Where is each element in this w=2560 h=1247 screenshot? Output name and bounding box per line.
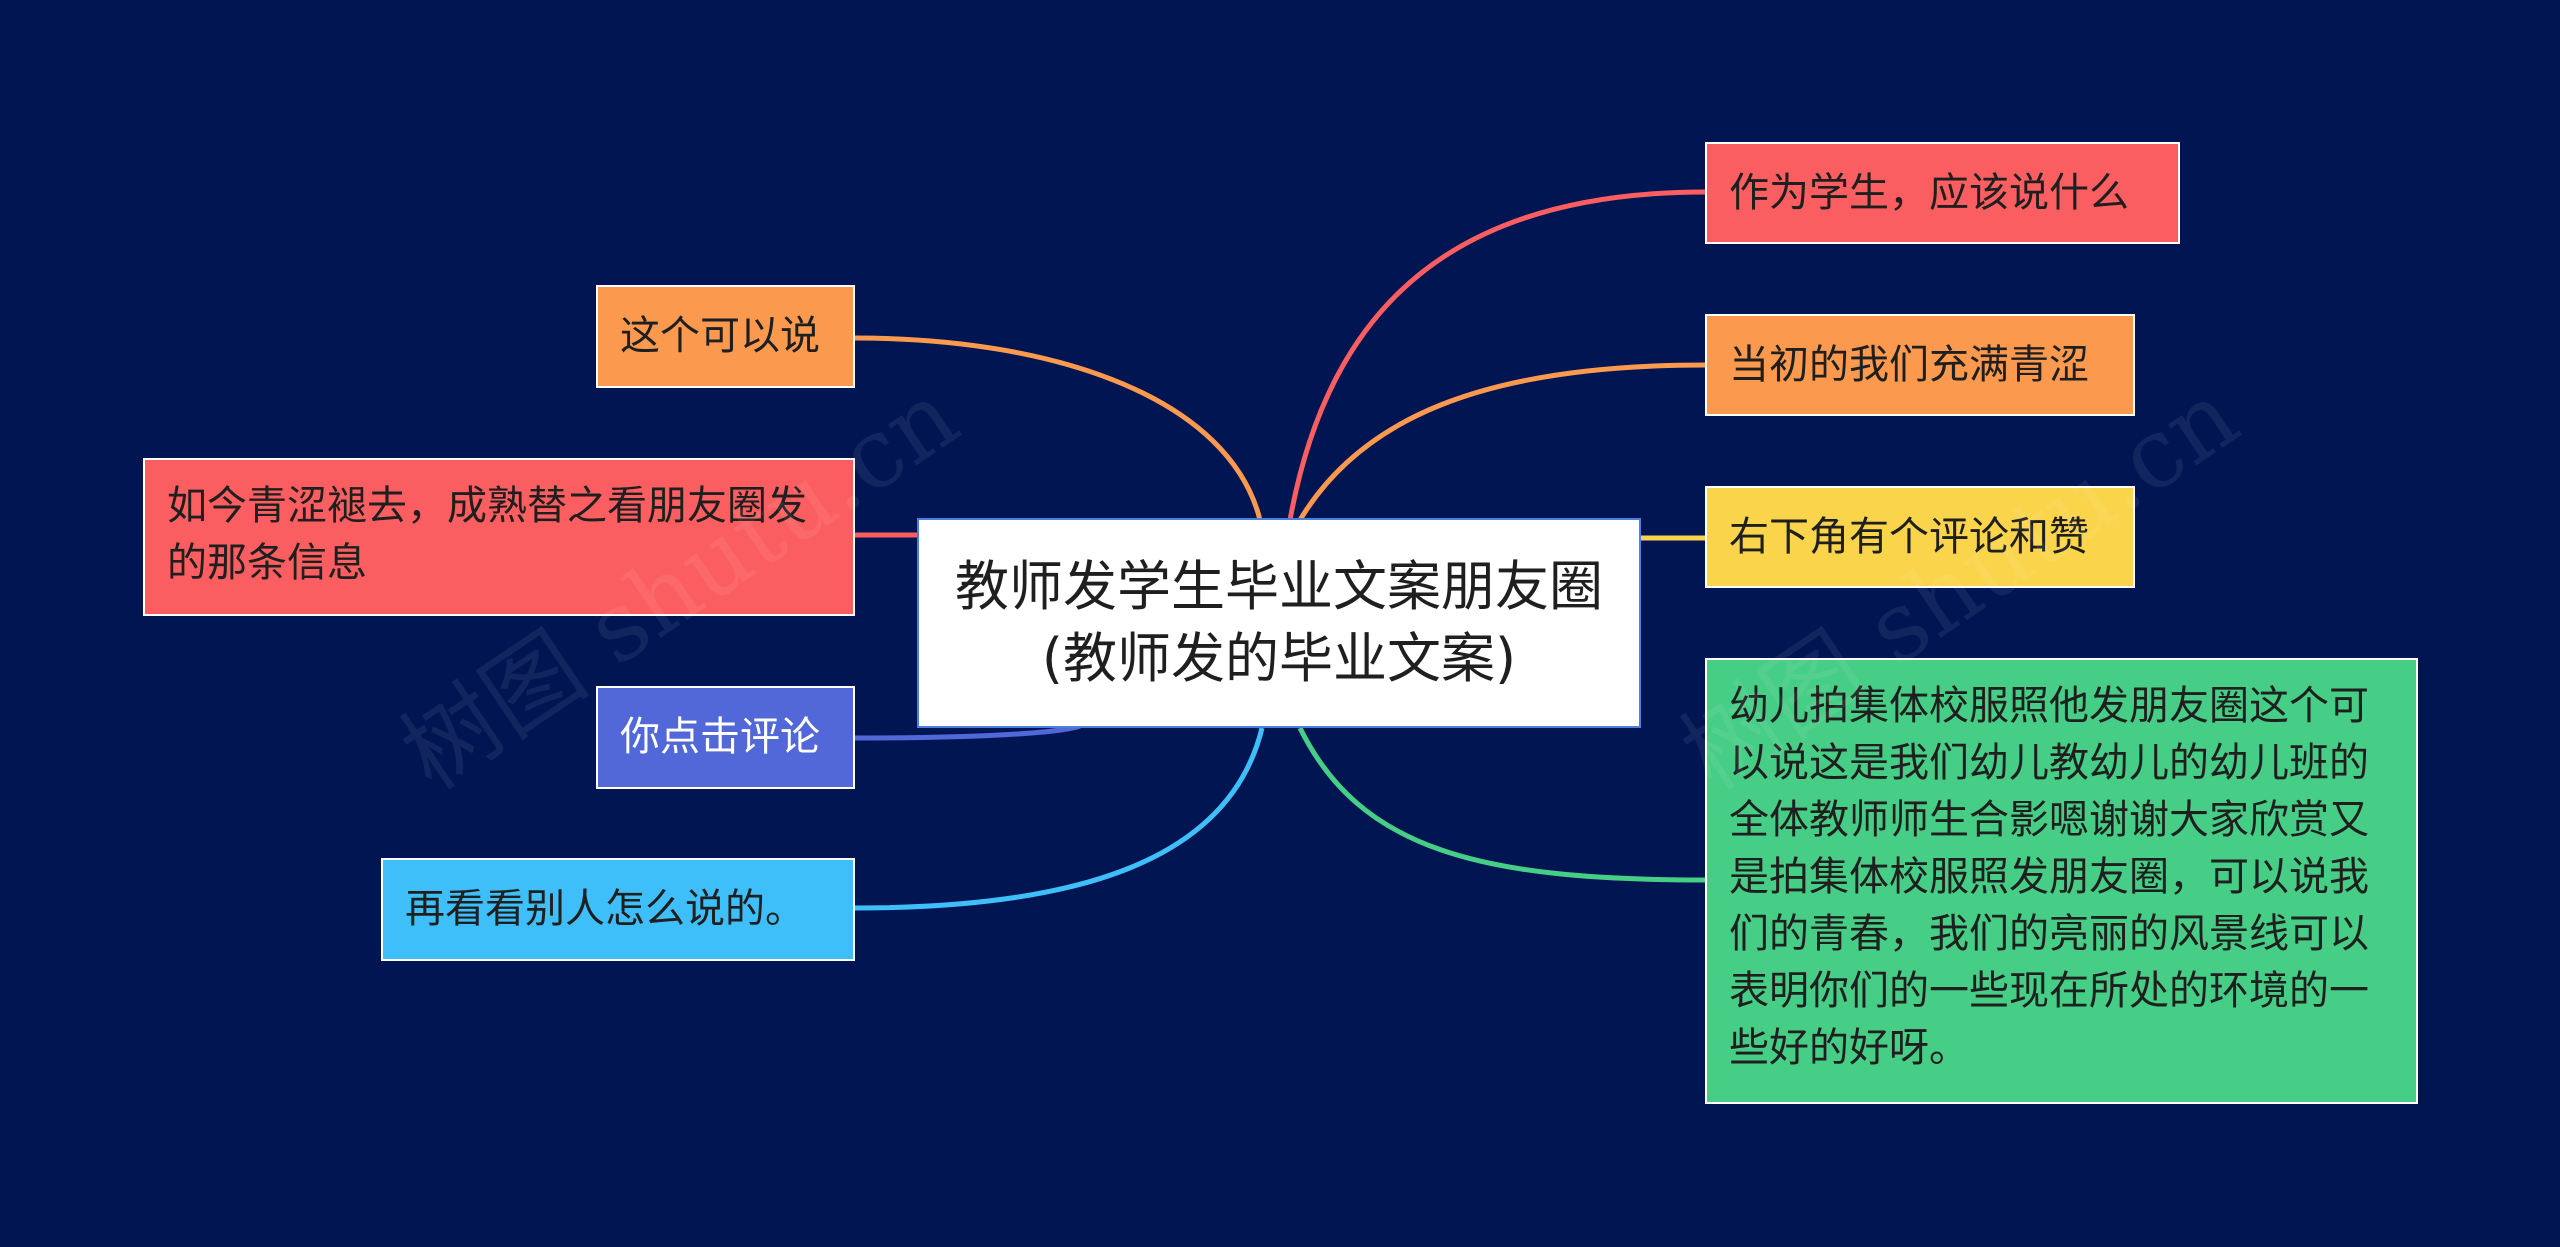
root-topic[interactable]: 教师发学生毕业文案朋友圈(教师发的毕业文案)	[917, 518, 1641, 728]
connector-right-2	[1297, 362, 1706, 522]
connector-left-4	[854, 727, 1265, 911]
connector-right-1	[1287, 189, 1706, 521]
node-right-4-label: 幼儿拍集体校服照他发朋友圈这个可以说这是我们幼儿教幼儿的幼儿班的全体教师师生合影…	[1729, 683, 2369, 1071]
node-left-2-label: 如今青涩褪去，成熟替之看朋友圈发的那条信息	[167, 483, 807, 586]
node-left-2[interactable]: 如今青涩褪去，成熟替之看朋友圈发的那条信息	[143, 458, 855, 616]
node-right-1-label: 作为学生，应该说什么	[1729, 169, 2129, 216]
connector-right-4	[1297, 726, 1706, 883]
node-left-1-label: 这个可以说	[620, 313, 820, 359]
node-left-4[interactable]: 再看看别人怎么说的。	[381, 858, 855, 961]
node-right-2[interactable]: 当初的我们充满青涩	[1705, 314, 2135, 416]
node-left-3[interactable]: 你点击评论	[596, 686, 855, 789]
node-left-4-label: 再看看别人怎么说的。	[405, 886, 805, 932]
node-right-2-label: 当初的我们充满青涩	[1729, 341, 2089, 388]
node-right-3[interactable]: 右下角有个评论和赞	[1705, 486, 2135, 588]
node-left-3-label: 你点击评论	[620, 714, 820, 760]
node-right-3-label: 右下角有个评论和赞	[1729, 513, 2089, 560]
root-topic-label: 教师发学生毕业文案朋友圈(教师发的毕业文案)	[955, 555, 1603, 690]
node-right-1[interactable]: 作为学生，应该说什么	[1705, 142, 2180, 244]
node-left-1[interactable]: 这个可以说	[596, 285, 855, 388]
connector-left-3	[854, 723, 1081, 741]
node-right-4[interactable]: 幼儿拍集体校服照他发朋友圈这个可以说这是我们幼儿教幼儿的幼儿班的全体教师师生合影…	[1705, 658, 2418, 1104]
connector-left-1	[854, 335, 1263, 521]
